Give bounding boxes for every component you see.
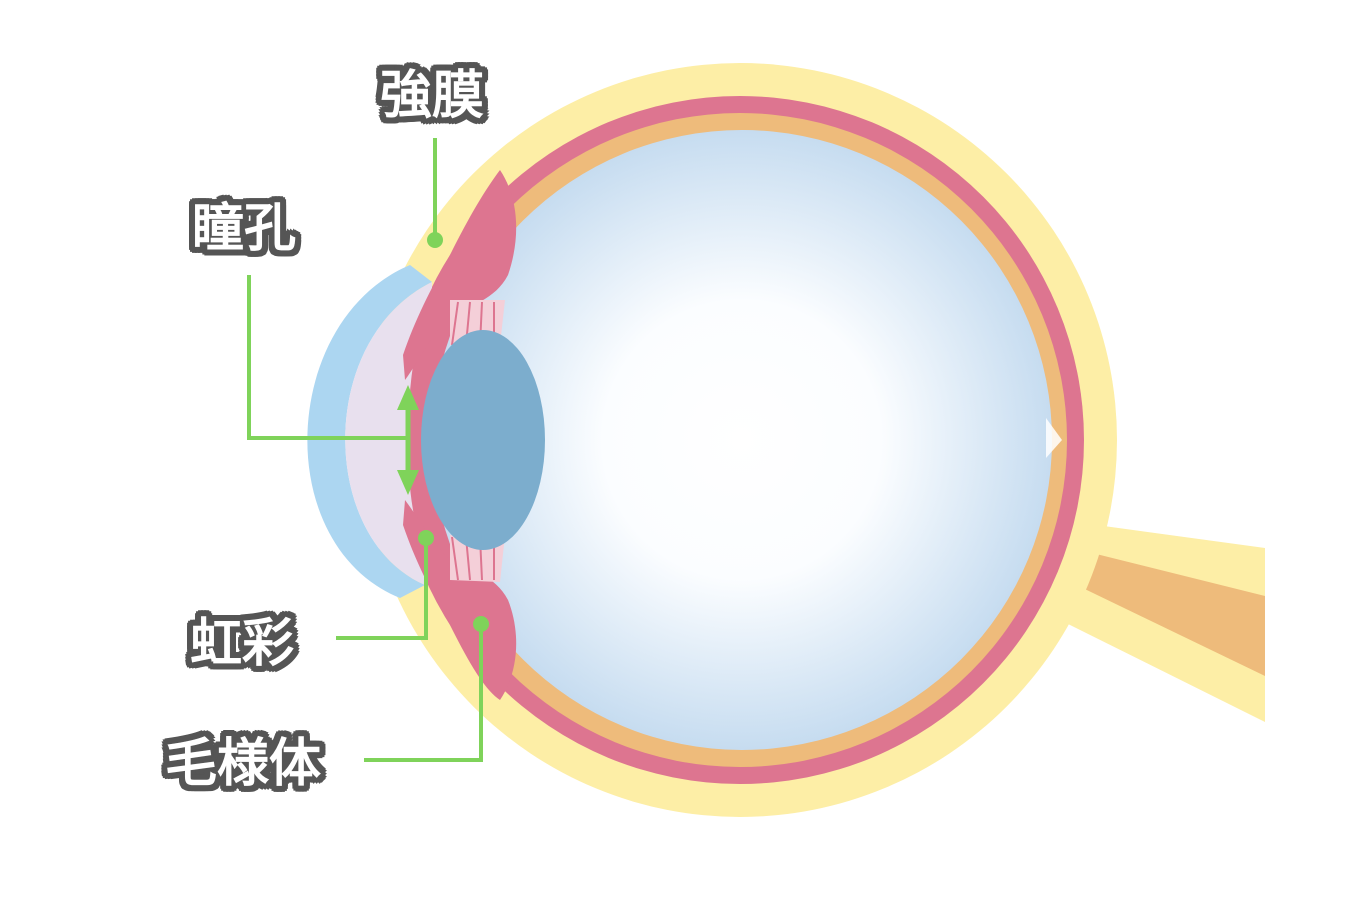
leader-line-pupil: [247, 275, 419, 495]
lens: [421, 330, 545, 550]
label-iris: 虹彩: [190, 614, 295, 674]
vitreous-body: [432, 130, 1052, 750]
label-sclera: 強膜: [380, 66, 485, 126]
label-ciliary-body: 毛様体: [165, 734, 322, 794]
ciliary-body-lower: [403, 500, 517, 700]
leader-line-ciliary-body: [364, 616, 489, 762]
fovea: [1046, 418, 1062, 458]
optic-nerve-core: [1035, 540, 1265, 676]
label-pupil: 瞳孔: [192, 199, 297, 259]
leader-line-sclera: [427, 138, 443, 248]
cornea: [307, 265, 432, 598]
ciliary-body-upper: [403, 170, 517, 380]
leader-line-iris: [336, 530, 434, 640]
